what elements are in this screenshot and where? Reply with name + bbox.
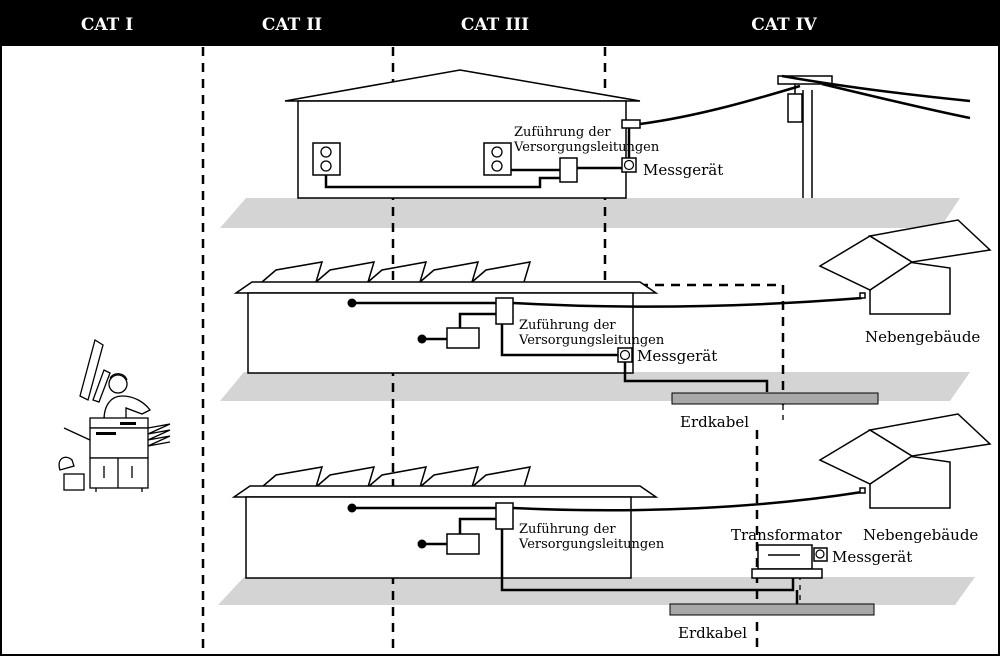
category-label-cat-2: CAT II	[262, 15, 322, 35]
appliance-detail-dots	[96, 422, 136, 435]
scene3-feed-label-line1: Zuführung der	[519, 522, 616, 537]
outlet-1b	[483, 142, 512, 176]
scene2-feed-label-line2: Versorgungsleitungen	[518, 333, 665, 348]
person-at-appliance-illustration	[58, 338, 171, 492]
scene3-transformer-label: Transformator	[731, 526, 842, 544]
distribution-box-1	[559, 157, 578, 183]
scene1-feed-label-line2: Versorgungsleitungen	[513, 140, 660, 155]
category-label-cat-1: CAT I	[81, 15, 133, 35]
distribution-box-2	[495, 297, 514, 325]
scene3-feed-label-line2: Versorgungsleitungen	[518, 537, 665, 552]
wire-end-3b	[417, 539, 427, 549]
scene1-meter-label: Messgerät	[643, 161, 723, 179]
scene2-meter-label: Messgerät	[637, 347, 717, 365]
service-drop-1	[639, 84, 801, 126]
ground-strip-1	[220, 198, 960, 228]
service-head-1	[621, 119, 641, 129]
wire-end-3a	[347, 503, 357, 513]
scene2-outbuilding-label: Nebengebäude	[865, 328, 980, 346]
load-device-3	[446, 533, 480, 555]
wire-end-2a	[347, 298, 357, 308]
wire-end-2b	[417, 334, 427, 344]
outbuilding-3	[818, 413, 992, 509]
wiring-1	[324, 127, 631, 189]
scene3-outbuilding-label: Nebengebäude	[863, 526, 978, 544]
transformer	[751, 544, 823, 579]
scene3-cable-label: Erdkabel	[678, 624, 747, 642]
distribution-box-3	[495, 502, 514, 530]
scene2-cable-label: Erdkabel	[680, 413, 749, 431]
scene2-feed-label-line1: Zuführung der	[519, 318, 616, 333]
category-header-bar	[0, 0, 1000, 46]
outbuilding-2	[818, 219, 992, 315]
wiring-2	[352, 296, 863, 392]
buried-cable-3	[669, 603, 875, 616]
outlet-1a	[312, 142, 341, 176]
category-label-cat-4: CAT IV	[751, 15, 817, 35]
scene1-feed-label-line1: Zuführung der	[514, 125, 611, 140]
utility-pole	[777, 74, 971, 198]
scene3-meter-label: Messgerät	[832, 548, 912, 566]
category-label-cat-3: CAT III	[461, 15, 529, 35]
buried-cable-2	[671, 392, 879, 405]
load-device-2	[446, 327, 480, 349]
